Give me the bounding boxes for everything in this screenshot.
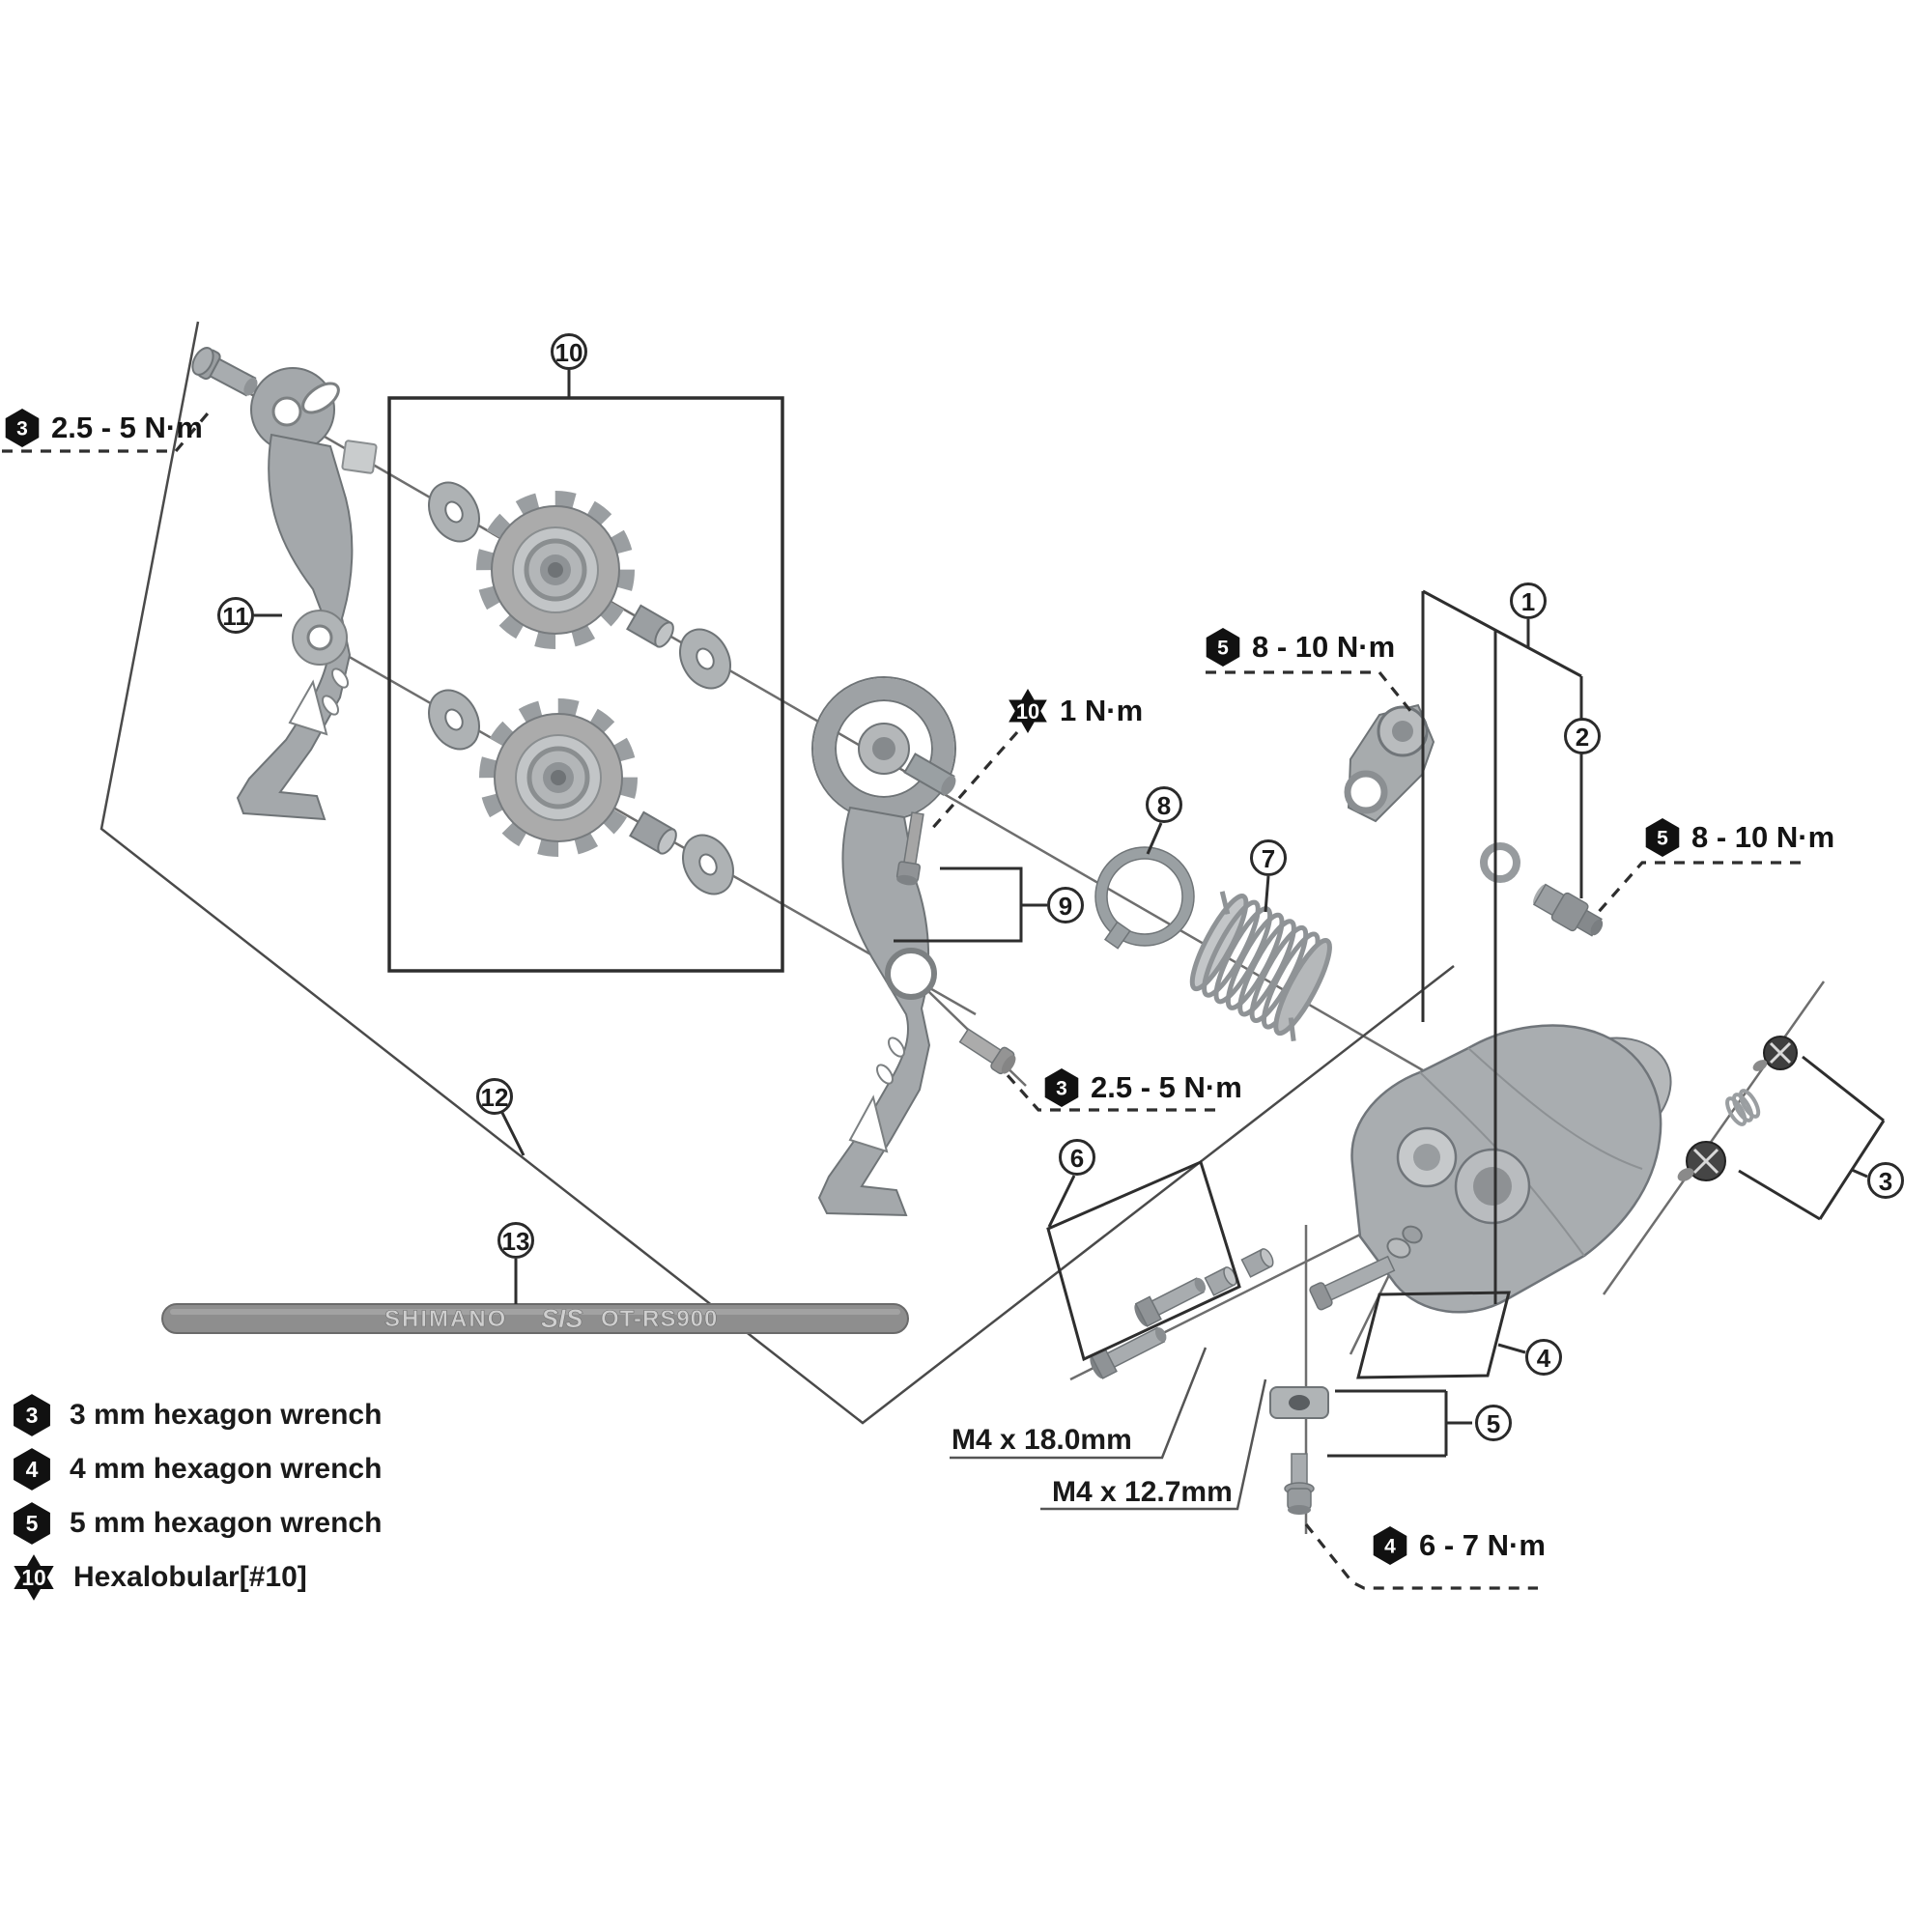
legend-row-3: 3 3 mm hexagon wrench: [10, 1393, 382, 1437]
torque-label-tl-b-knuckle: 5 8 - 10 N·m: [1203, 627, 1395, 668]
callout-leaders: [254, 370, 1886, 1511]
cable-model-text: OT-RS900: [601, 1306, 718, 1332]
svg-text:10: 10: [1016, 699, 1039, 724]
hexalobular-screw: [895, 811, 924, 886]
cable-logo-text: SIS: [541, 1304, 583, 1333]
svg-text:3: 3: [16, 418, 28, 440]
callout-4: 4: [1525, 1339, 1562, 1376]
dimension-label-2: M4 x 12.7mm: [1052, 1476, 1233, 1508]
callout-13: 13: [497, 1222, 534, 1259]
svg-text:5: 5: [26, 1511, 39, 1536]
legend-label: 4 mm hexagon wrench: [70, 1453, 383, 1485]
torque-value: 2.5 - 5 N·m: [51, 411, 203, 444]
hex-wrench-4-icon: 4: [14, 1448, 50, 1491]
callout-8: 8: [1146, 786, 1182, 823]
hex-wrench-4-icon: 4: [1373, 1526, 1407, 1565]
pulley-group-box: [387, 396, 784, 973]
pulley-bushing: [626, 604, 674, 648]
outer-plate: [811, 676, 956, 1217]
torque-label-tl-top-left: 3 2.5 - 5 N·m: [2, 408, 203, 448]
snap-ring: [1094, 846, 1195, 950]
callout-1: 1: [1510, 582, 1547, 619]
svg-text:4: 4: [1384, 1536, 1396, 1558]
svg-text:10: 10: [21, 1565, 45, 1590]
callout-6: 6: [1059, 1139, 1095, 1176]
chain-tension-arm: [1344, 703, 1435, 823]
plate-assembly-outline: [99, 321, 1455, 1425]
hexalobular-10-icon: 10: [1009, 689, 1047, 733]
torque-value: 2.5 - 5 N·m: [1091, 1070, 1242, 1104]
tension-spring: [1189, 891, 1332, 1042]
legend-row-10: 10 Hexalobular[#10]: [10, 1553, 307, 1602]
hex-wrench-3-icon: 3: [5, 409, 40, 447]
adjust-screw-group: [1677, 1036, 1798, 1181]
bracket-bolt-group: [1309, 1225, 1423, 1311]
tension-pulley: [479, 698, 638, 857]
derailleur-body: [1350, 1024, 1672, 1314]
torque-label-tl-cable-bolt: 4 6 - 7 N·m: [1370, 1525, 1546, 1566]
legend-label: 3 mm hexagon wrench: [70, 1399, 383, 1431]
svg-text:4: 4: [26, 1457, 39, 1482]
hexalobular-10-icon: 10: [14, 1554, 54, 1601]
hex-wrench-5-icon: 5: [1645, 818, 1680, 857]
washer: [682, 834, 734, 895]
legend-row-4: 4 4 mm hexagon wrench: [10, 1447, 382, 1492]
callout-5: 5: [1475, 1405, 1512, 1441]
mount-bolt-group: [1090, 1248, 1274, 1379]
torque-label-tl-hexalobular: 10 1 N·m: [1005, 688, 1143, 734]
svg-text:5: 5: [1657, 828, 1668, 850]
hex-wrench-3-icon: 3: [14, 1394, 50, 1436]
hex-wrench-5-icon: 5: [1206, 628, 1240, 667]
legend-row-5: 5 5 mm hexagon wrench: [10, 1501, 382, 1546]
legend-label: 5 mm hexagon wrench: [70, 1507, 383, 1539]
guide-pulley: [476, 491, 635, 649]
callout-3: 3: [1867, 1162, 1904, 1199]
torque-value: 8 - 10 N·m: [1691, 820, 1835, 854]
torque-value: 1 N·m: [1060, 694, 1144, 727]
plate-axle: [903, 753, 956, 796]
adjust-screw-axis-line: [1602, 980, 1826, 1295]
torque-label-tl-axle-right: 5 8 - 10 N·m: [1642, 817, 1834, 858]
legend-label: Hexalobular[#10]: [73, 1561, 307, 1593]
torque-value: 8 - 10 N·m: [1252, 630, 1396, 664]
axis-lines: [216, 373, 1826, 1534]
svg-text:5: 5: [1217, 638, 1229, 660]
svg-text:3: 3: [1056, 1078, 1067, 1100]
callout-10: 10: [551, 333, 587, 370]
torque-value: 6 - 7 N·m: [1419, 1528, 1546, 1562]
pulley-bushing: [629, 810, 677, 855]
washer: [679, 628, 731, 690]
inner-plate: [236, 367, 378, 821]
callout-7: 7: [1250, 839, 1287, 876]
washer: [428, 481, 480, 543]
callout-9: 9: [1047, 887, 1084, 923]
torque-leaders: [2, 406, 1801, 1590]
pulley-set: [428, 481, 734, 895]
cable-fixing-group: [1269, 1386, 1329, 1515]
pulley-bolt-upper: [191, 347, 258, 397]
hex-wrench-5-icon: 5: [14, 1502, 50, 1545]
shift-cable-casing: SHIMANO SIS OT-RS900: [161, 1303, 909, 1334]
washer: [428, 689, 480, 751]
bracket-axle-unit: [1532, 883, 1604, 937]
cable-brand-text: SHIMANO: [384, 1306, 507, 1332]
axle-bearing: [1480, 842, 1520, 883]
callout-2: 2: [1564, 718, 1601, 754]
callout-11: 11: [217, 597, 254, 634]
torque-label-tl-plate-bolt: 3 2.5 - 5 N·m: [1041, 1067, 1242, 1108]
dimension-label-1: M4 x 18.0mm: [952, 1424, 1132, 1456]
hex-wrench-3-icon: 3: [1044, 1068, 1079, 1107]
callout-12: 12: [476, 1078, 513, 1115]
svg-text:3: 3: [26, 1403, 39, 1428]
pulley-bolt-lower: [958, 1028, 1016, 1075]
